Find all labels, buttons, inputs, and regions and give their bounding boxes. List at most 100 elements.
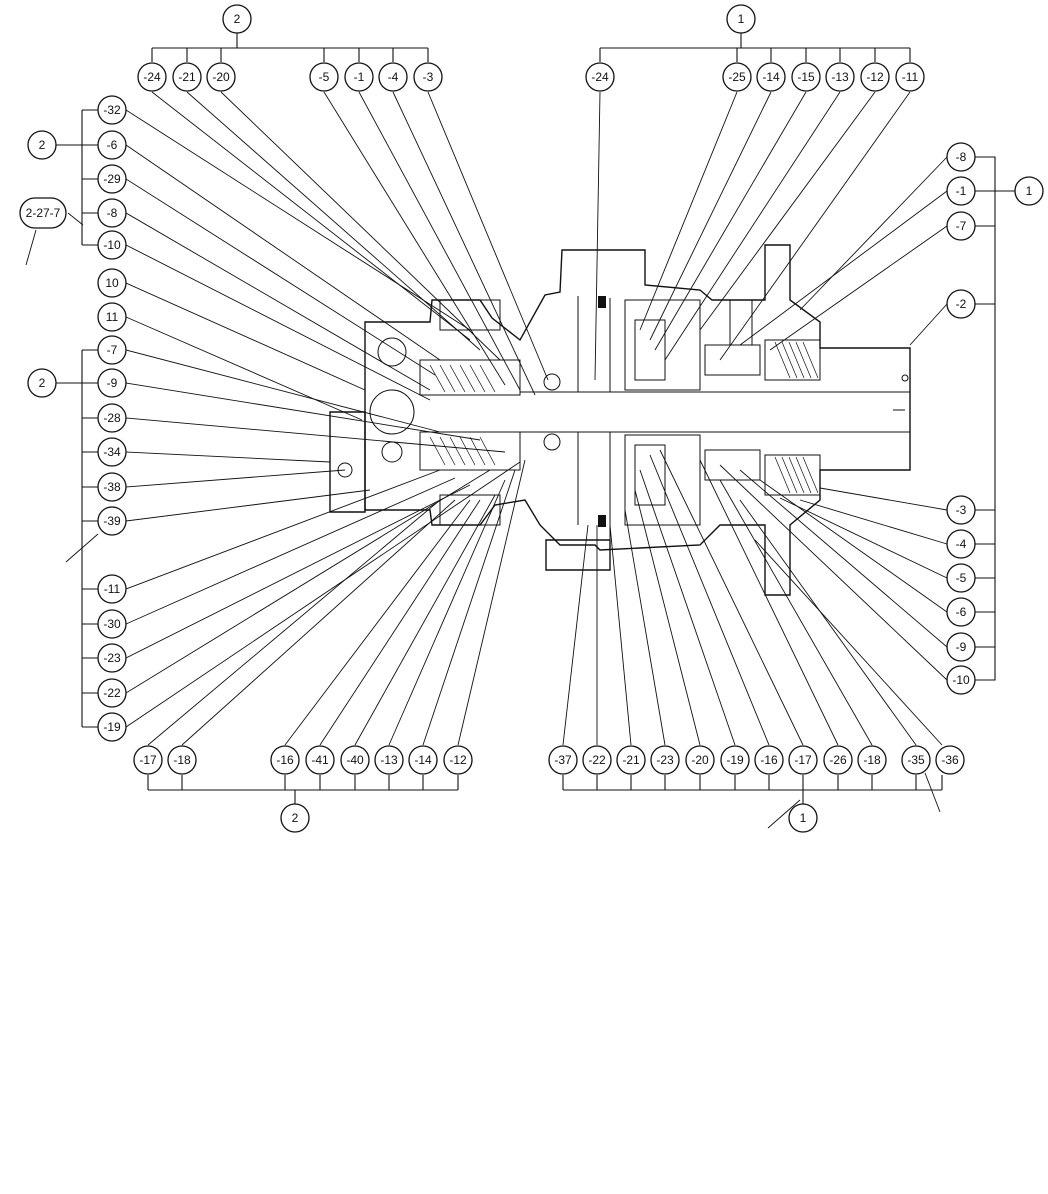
callout-text: -14 — [762, 70, 780, 84]
callout-text: -23 — [656, 753, 674, 767]
callout-groups-bottom_right-items-4: -20 — [685, 745, 715, 775]
callout-groups-right_side-items-3: -2 — [946, 289, 976, 319]
callout-text: 10 — [105, 276, 119, 290]
callout-text: -5 — [956, 571, 967, 585]
callout-text: -9 — [107, 376, 118, 390]
callout-text: -40 — [346, 753, 364, 767]
callout-groups-left_plain-items-0: 10 — [97, 268, 127, 298]
callout-groups-right_side-items-6: -5 — [946, 563, 976, 593]
callout-groups-bottom_right-items-10: -35 — [901, 745, 931, 775]
callout-groups-left_top-items-0: -24 — [137, 62, 167, 92]
bracket-lines — [56, 32, 1015, 804]
callout-labels: 2-24-21-20-5-1-4-31-24-25-14-15-13-12-11… — [19, 4, 1044, 833]
callout-text: -12 — [866, 70, 884, 84]
callout-groups-bottom_right-items-3: -23 — [650, 745, 680, 775]
callout-groups-right_top-items-3: -15 — [791, 62, 821, 92]
callout-text: -3 — [423, 70, 434, 84]
callout-groups-left_upper-items-1: -6 — [97, 130, 127, 160]
callout-text: -7 — [107, 343, 118, 357]
callout-text: -15 — [797, 70, 815, 84]
callout-groups-left_mid-items-2: -28 — [97, 403, 127, 433]
callout-text: -16 — [760, 753, 778, 767]
callout-text: -3 — [956, 503, 967, 517]
callout-groups-left_plain-items-1: 11 — [97, 302, 127, 332]
callout-groups-bottom_left-items-6: -14 — [408, 745, 438, 775]
callout-text: -8 — [107, 206, 118, 220]
callout-groups-left_mid-items-5: -39 — [97, 506, 127, 536]
callout-groups-bottom_right-items-11: -36 — [935, 745, 965, 775]
callout-groups-bottom_left-items-7: -12 — [443, 745, 473, 775]
callout-text: 2 — [292, 811, 299, 825]
callout-text: -14 — [414, 753, 432, 767]
callout-groups-right_side-items-7: -6 — [946, 597, 976, 627]
callout-groups-left_top-items-4: -1 — [344, 62, 374, 92]
callout-text: -20 — [691, 753, 709, 767]
callout-groups-left_mid-items-7: -30 — [97, 609, 127, 639]
callout-text: -22 — [103, 686, 121, 700]
callout-text: -22 — [588, 753, 606, 767]
callout-groups-bottom_right-items-9: -18 — [857, 745, 887, 775]
callout-groups-right_top-items-2: -14 — [756, 62, 786, 92]
callout-groups-left_mid-items-10: -19 — [97, 712, 127, 742]
callout-groups-bottom_right-parent: 1 — [788, 803, 818, 833]
callout-groups-left_top-items-6: -3 — [413, 62, 443, 92]
callout-text: -4 — [388, 70, 399, 84]
callout-text: -1 — [956, 184, 967, 198]
callout-text: -4 — [956, 537, 967, 551]
callout-groups-left_top-items-5: -4 — [378, 62, 408, 92]
callout-groups-left_upper-items-2: -29 — [97, 164, 127, 194]
callout-groups-ref_27-label: 2-27-7 — [19, 197, 67, 229]
callout-text: -11 — [902, 70, 919, 84]
callout-groups-left_mid-items-6: -11 — [97, 574, 127, 604]
callout-groups-bottom_left-items-0: -17 — [133, 745, 163, 775]
callout-text: -6 — [107, 138, 118, 152]
callout-text: -24 — [143, 70, 161, 84]
callout-groups-left_upper-items-3: -8 — [97, 198, 127, 228]
callout-groups-left_top-items-1: -21 — [172, 62, 202, 92]
callout-text: -12 — [449, 753, 467, 767]
callout-groups-right_side-items-5: -4 — [946, 529, 976, 559]
callout-text: -6 — [956, 605, 967, 619]
callout-groups-left_top-items-2: -20 — [206, 62, 236, 92]
callout-groups-bottom_left-items-4: -40 — [340, 745, 370, 775]
callout-text: -30 — [103, 617, 121, 631]
callout-groups-left_upper-parent: 2 — [27, 130, 57, 160]
callout-text: -38 — [103, 480, 121, 494]
callout-text: 1 — [800, 811, 807, 825]
callout-text: -39 — [103, 514, 121, 528]
callout-groups-bottom_right-items-6: -16 — [754, 745, 784, 775]
callout-groups-left_mid-items-8: -23 — [97, 643, 127, 673]
callout-groups-right_side-items-9: -10 — [946, 665, 976, 695]
callout-text: -18 — [173, 753, 191, 767]
callout-text: -25 — [728, 70, 746, 84]
callout-text: 2 — [234, 12, 241, 26]
callout-groups-left_mid-items-1: -9 — [97, 368, 127, 398]
callout-text: -10 — [103, 238, 121, 252]
callout-text: 11 — [106, 310, 119, 324]
callout-groups-left_mid-items-3: -34 — [97, 437, 127, 467]
callout-text: -26 — [829, 753, 847, 767]
leader-lines — [25, 91, 1015, 829]
callout-groups-left_mid-items-4: -38 — [97, 472, 127, 502]
callout-text: 1 — [738, 12, 745, 26]
callout-text: -23 — [103, 651, 121, 665]
callout-groups-bottom_right-items-5: -19 — [720, 745, 750, 775]
callout-groups-right_side-items-1: -1 — [946, 176, 976, 206]
callout-groups-bottom_right-items-1: -22 — [582, 745, 612, 775]
callout-text: -16 — [276, 753, 294, 767]
callout-groups-right_top-parent: 1 — [726, 4, 756, 34]
callout-text: -41 — [311, 753, 329, 767]
callout-text: -32 — [103, 103, 121, 117]
callout-text: -35 — [907, 753, 925, 767]
callout-text: -17 — [139, 753, 157, 767]
callout-text: -24 — [591, 70, 609, 84]
callout-text: -21 — [178, 70, 196, 84]
callout-groups-bottom_right-items-8: -26 — [823, 745, 853, 775]
callout-text: -18 — [863, 753, 881, 767]
callout-text: -37 — [554, 753, 572, 767]
callout-groups-left_upper-items-4: -10 — [97, 230, 127, 260]
callout-groups-bottom_right-items-7: -17 — [788, 745, 818, 775]
callout-text: -7 — [956, 219, 967, 233]
callout-groups-bottom_left-items-1: -18 — [167, 745, 197, 775]
callout-text: -21 — [622, 753, 640, 767]
